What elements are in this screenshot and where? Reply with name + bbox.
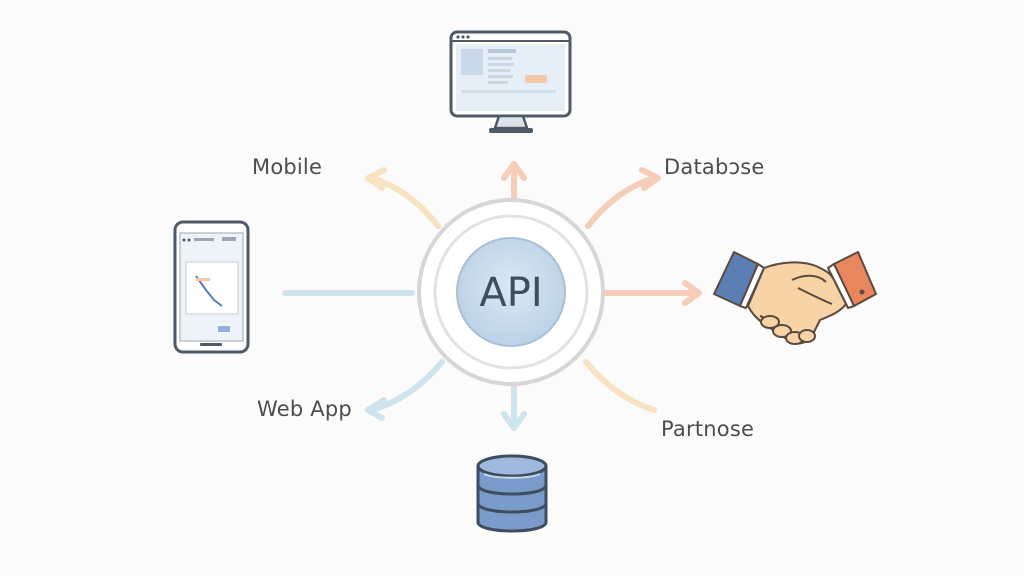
arrow-lower-left: [365, 359, 445, 421]
arrow-to-database: [501, 383, 527, 431]
desktop-monitor-icon: [449, 30, 572, 133]
api-hub: API: [417, 198, 605, 386]
mobile-label: Mobile: [252, 155, 323, 179]
arrow-to-partners: [597, 280, 702, 306]
database-label: Databɔse: [664, 155, 765, 179]
arrow-to-web-app: [501, 161, 527, 203]
partners-label: Partnose: [661, 417, 755, 441]
arrow-upper-right: [585, 167, 661, 229]
arrow-lower-right: [583, 359, 657, 413]
handshake-icon: [713, 251, 877, 345]
smartphone-icon: [173, 220, 250, 354]
connector-arrows: [282, 161, 702, 431]
arrow-upper-left: [365, 167, 441, 229]
hub-label: API: [479, 270, 542, 316]
database-icon: [476, 454, 548, 533]
web-app-label: Web App: [257, 397, 352, 421]
